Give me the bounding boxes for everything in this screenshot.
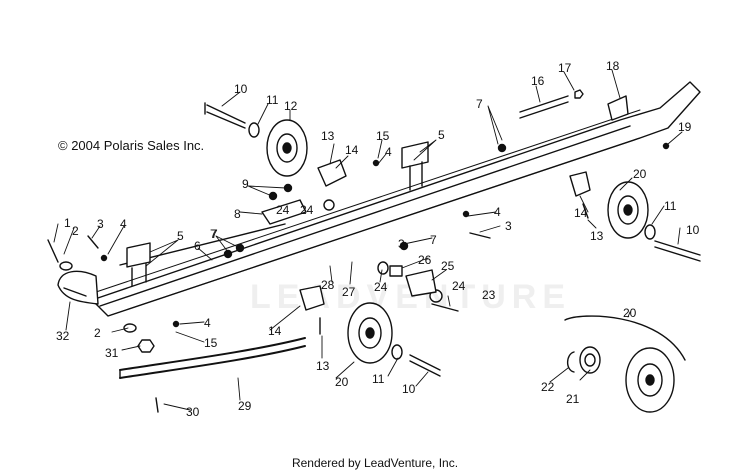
callout-7d: 7 [210, 227, 217, 241]
callout-4b: 4 [494, 205, 501, 219]
callout-9: 9 [242, 177, 249, 191]
footer-credit: Rendered by LeadVenture, Inc. [291, 456, 459, 470]
callout-12: 12 [284, 99, 298, 113]
callout-4: 4 [120, 217, 127, 231]
front-rail-tip [57, 270, 99, 305]
copyright-text: © 2004 Polaris Sales Inc. [58, 138, 205, 153]
callout-1: 1 [64, 216, 71, 230]
idler-wheel-12 [266, 119, 308, 177]
callout-32: 32 [56, 329, 70, 343]
rear-bracket [607, 95, 629, 121]
callout-2: 2 [72, 224, 79, 238]
callout-10b: 10 [686, 223, 700, 237]
callout-19: 19 [678, 120, 692, 134]
callout-7c: 7 [430, 233, 437, 247]
callout-7b: 7 [476, 97, 483, 111]
idler-wheel-20-right [607, 181, 649, 239]
callout-22: 22 [541, 380, 555, 394]
callout-31: 31 [105, 346, 119, 360]
callout-4c: 4 [204, 316, 211, 330]
callout-8: 8 [234, 207, 241, 221]
callout-6: 6 [194, 239, 201, 253]
callout-2b: 2 [94, 326, 101, 340]
callout-26: 26 [418, 253, 432, 267]
callout-29: 29 [238, 399, 252, 413]
callout-16: 16 [531, 74, 545, 88]
slide-rail [91, 81, 701, 317]
callout-20: 20 [633, 167, 647, 181]
detail-bracket [564, 315, 686, 361]
callout-24d: 24 [452, 279, 466, 293]
callout-13c: 13 [316, 359, 330, 373]
callout-20b: 20 [335, 375, 349, 389]
callout-11c: 11 [372, 372, 385, 386]
callout-25: 25 [441, 259, 455, 273]
callout-3: 3 [97, 217, 104, 231]
wear-strip [119, 337, 306, 379]
callout-3b: 3 [398, 237, 405, 251]
bearing-21 [579, 346, 601, 374]
spacers [299, 159, 591, 311]
callout-14: 14 [345, 143, 359, 157]
callout-13: 13 [321, 129, 335, 143]
rail-bracket [261, 199, 307, 225]
callout-21: 21 [566, 392, 580, 406]
callout-28: 28 [321, 278, 335, 292]
callout-18: 18 [606, 59, 620, 73]
callout-24: 24 [300, 203, 314, 217]
callout-27: 27 [342, 285, 356, 299]
callout-24c: 24 [374, 280, 388, 294]
idler-wheel-20-detail [625, 347, 675, 413]
callout-11b: 11 [664, 199, 677, 213]
bearing-21-bore [584, 353, 596, 367]
callout-14c: 14 [268, 324, 282, 338]
callout-5b: 5 [438, 128, 445, 142]
callout-5: 5 [177, 229, 184, 243]
callout-30: 30 [186, 405, 200, 419]
leader-lines [53, 69, 683, 411]
clip-blocks [126, 141, 429, 287]
callout-10c: 10 [402, 382, 416, 396]
bolts [47, 95, 701, 413]
callout-20c: 20 [623, 306, 637, 320]
callout-15: 15 [376, 129, 390, 143]
callout-10: 10 [234, 82, 248, 96]
callout-13b: 13 [590, 229, 604, 243]
washers [59, 89, 670, 360]
callout-3c: 3 [505, 219, 512, 233]
callout-7: 7 [211, 227, 218, 241]
callout-15b: 15 [204, 336, 218, 350]
callout-14b: 14 [574, 206, 588, 220]
callout-labels: 1 2 3 4 5 6 7 8 9 10 11 12 13 14 15 16 1… [56, 59, 700, 419]
idler-wheel-20-bottom [347, 302, 393, 364]
callout-11: 11 [266, 93, 279, 107]
callout-17: 17 [558, 61, 572, 75]
callout-4d: 4 [385, 145, 392, 159]
snap-ring-22 [566, 351, 575, 373]
callout-23: 23 [482, 288, 496, 302]
callout-24b: 24 [276, 203, 290, 217]
